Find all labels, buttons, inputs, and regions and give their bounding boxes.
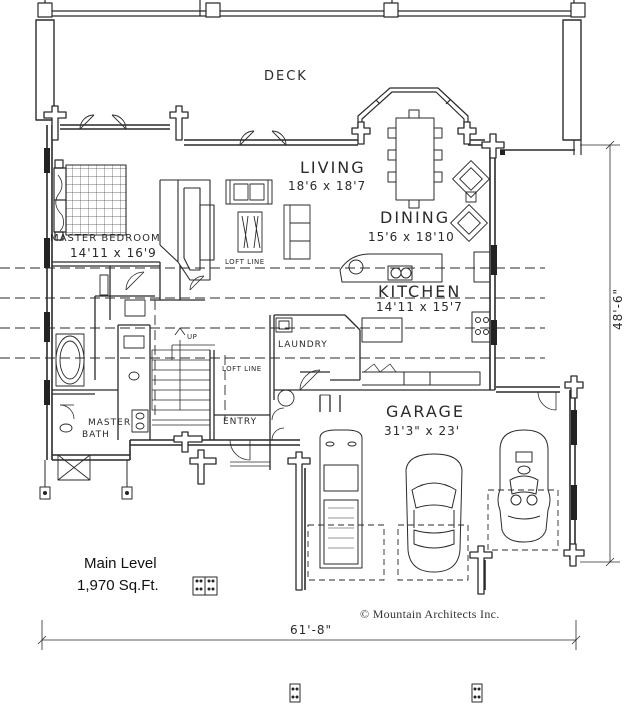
living-label: LIVING <box>300 158 366 177</box>
loft-line-note-2: LOFT LINE <box>222 365 262 373</box>
master-bedroom-label: MASTER BEDROOM <box>50 233 161 244</box>
entry-steps <box>230 461 270 467</box>
lounge-chairs <box>450 160 490 242</box>
deck-posts <box>37 2 586 18</box>
dining-table <box>387 109 443 209</box>
dining-label: DINING <box>380 208 451 227</box>
stair-up-note: UP <box>187 333 198 341</box>
living-size: 18'6 x 18'7 <box>288 179 367 193</box>
master-bed <box>53 159 127 241</box>
entry-label: ENTRY <box>223 417 258 427</box>
stairs <box>151 327 330 426</box>
deck-doors <box>79 114 287 146</box>
laundry-fixtures <box>275 317 295 407</box>
kitchen-counters <box>339 251 491 386</box>
laundry-label: LAUNDRY <box>278 340 328 350</box>
interior-doors <box>59 271 557 461</box>
master-bath-label-1: MASTER <box>88 418 132 428</box>
kitchen-label: KITCHEN <box>378 282 462 301</box>
level-caption: Main Level <box>84 555 157 572</box>
deck-outline <box>35 0 582 155</box>
dimension-lines <box>37 140 620 650</box>
garage-size: 31'3" x 23' <box>384 424 461 438</box>
depth-dimension: 48'-6" <box>611 287 625 330</box>
loft-lines <box>0 267 545 420</box>
area-caption: 1,970 Sq.Ft. <box>77 577 159 594</box>
garage-label: GARAGE <box>386 402 465 421</box>
convertible <box>497 429 551 543</box>
fireplace <box>159 179 215 281</box>
pickup-truck <box>319 429 363 569</box>
log-corner-crosses <box>43 105 585 595</box>
kitchen-size: 14'11 x 15'7 <box>376 300 463 314</box>
windows <box>44 148 577 520</box>
copyright-credit: © Mountain Architects Inc. <box>360 607 500 621</box>
master-bath-label-2: BATH <box>82 430 110 440</box>
bath-fixtures <box>55 274 149 481</box>
sedan <box>405 453 463 573</box>
dining-bay-window <box>357 87 469 128</box>
width-dimension: 61'-8" <box>290 623 333 637</box>
dining-size: 15'6 x 18'10 <box>368 230 455 244</box>
loft-line-note-1: LOFT LINE <box>225 258 265 266</box>
living-furniture <box>225 179 311 260</box>
deck-label: DECK <box>264 69 308 84</box>
master-bedroom-size: 14'11 x 16'9 <box>70 246 157 260</box>
garage-doors <box>307 489 559 581</box>
